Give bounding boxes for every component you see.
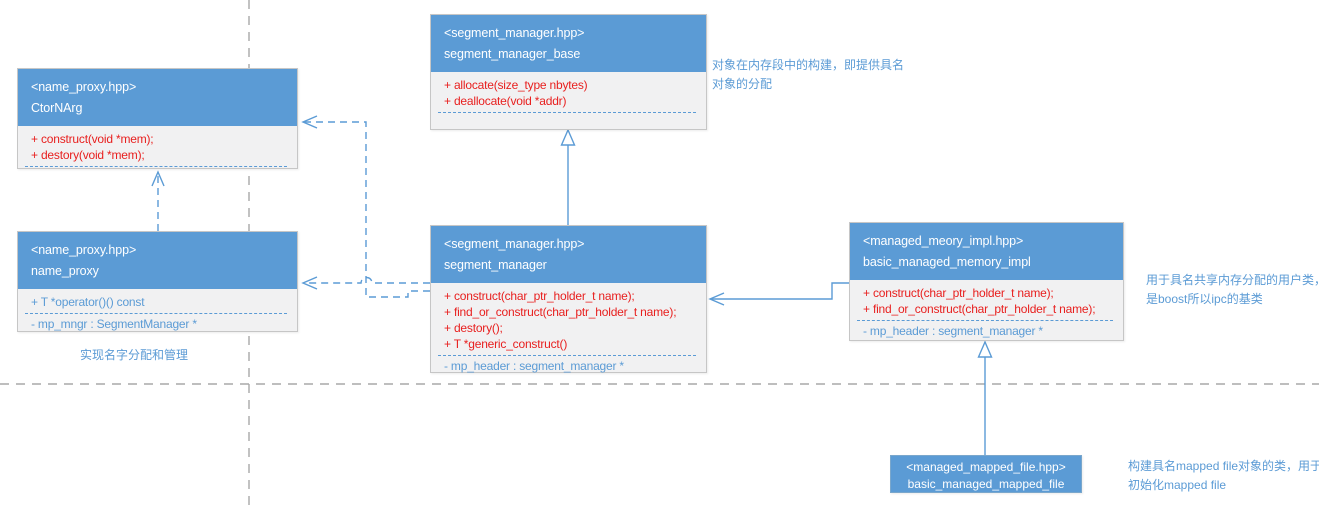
note-mapped-file[interactable]: 构建具名mapped file对象的类，用于初始化mapped file bbox=[1128, 459, 1319, 492]
note-memory-impl[interactable]: 用于具名共享内存分配的用户类，是boost所以ipc的基类 bbox=[1146, 273, 1319, 306]
class-box-segment-manager-base[interactable]: <segment_manager.hpp> segment_manager_ba… bbox=[430, 14, 707, 130]
class-box-name-proxy[interactable]: <name_proxy.hpp> name_proxy + T *operato… bbox=[17, 231, 298, 332]
method-row: + allocate(size_type nbytes) bbox=[444, 78, 588, 92]
method-row: + find_or_construct(char_ptr_holder_t na… bbox=[863, 302, 1096, 316]
method-row: + T *operator()() const bbox=[31, 295, 145, 309]
class-name-label: segment_manager_base bbox=[444, 47, 581, 61]
class-header: <segment_manager.hpp> segment_manager_ba… bbox=[431, 15, 706, 72]
class-name-label: CtorNArg bbox=[31, 101, 83, 115]
member-separator bbox=[25, 313, 287, 314]
open-arrowhead-icon bbox=[301, 276, 318, 290]
method-row: + find_or_construct(char_ptr_holder_t na… bbox=[444, 305, 677, 319]
method-row: + deallocate(void *addr) bbox=[444, 94, 567, 108]
dependency-arrow-name-proxy-to-ctornarg[interactable] bbox=[151, 170, 165, 231]
class-header: <segment_manager.hpp> segment_manager bbox=[431, 226, 706, 283]
class-box-ctornarg[interactable]: <name_proxy.hpp> CtorNArg + construct(vo… bbox=[17, 68, 298, 169]
field-row: - mp_header : segment_manager * bbox=[444, 359, 624, 373]
method-row: + T *generic_construct() bbox=[444, 337, 568, 351]
field-row: - mp_mngr : SegmentManager * bbox=[31, 317, 197, 331]
class-file-label: <managed_mapped_file.hpp> bbox=[906, 460, 1066, 474]
dependency-arrow-segment-manager-to-ctornarg[interactable] bbox=[301, 115, 430, 298]
method-row: + destory(void *mem); bbox=[31, 148, 145, 162]
association-arrow-memory-impl-to-segment-manager[interactable] bbox=[708, 282, 849, 306]
class-body: + T *operator()() const - mp_mngr : Segm… bbox=[18, 289, 297, 332]
method-row: + destory(); bbox=[444, 321, 503, 335]
note-name-management[interactable]: 实现名字分配和管理 bbox=[80, 348, 189, 362]
class-box-segment-manager[interactable]: <segment_manager.hpp> segment_manager + … bbox=[430, 225, 707, 373]
member-separator bbox=[438, 355, 696, 356]
inheritance-arrow-mapped-file-to-memory-impl[interactable] bbox=[977, 340, 993, 455]
class-file-label: <name_proxy.hpp> bbox=[31, 243, 137, 257]
class-file-label: <name_proxy.hpp> bbox=[31, 80, 137, 94]
member-separator bbox=[25, 166, 287, 167]
class-name-label: name_proxy bbox=[31, 264, 99, 278]
class-file-label: <managed_meory_impl.hpp> bbox=[863, 234, 1024, 248]
class-file-label: <segment_manager.hpp> bbox=[444, 237, 585, 251]
field-row: - mp_header : segment_manager * bbox=[863, 324, 1043, 338]
class-name-label: basic_managed_mapped_file bbox=[907, 477, 1065, 491]
open-arrowhead-icon bbox=[708, 292, 725, 306]
hollow-triangle-arrowhead-icon bbox=[560, 128, 576, 146]
open-arrowhead-icon bbox=[301, 115, 318, 129]
class-header: <managed_meory_impl.hpp> basic_managed_m… bbox=[850, 223, 1123, 280]
note-segment-manager-base[interactable]: 对象在内存段中的构建，即提供具名对象的分配 bbox=[712, 58, 905, 91]
inheritance-arrow-segment-manager-to-base[interactable] bbox=[560, 128, 576, 225]
class-body: + construct(char_ptr_holder_t name); + f… bbox=[431, 283, 706, 374]
class-name-label: basic_managed_memory_impl bbox=[863, 255, 1031, 269]
class-box-basic-managed-mapped-file[interactable]: <managed_mapped_file.hpp> basic_managed_… bbox=[890, 455, 1082, 493]
method-row: + construct(char_ptr_holder_t name); bbox=[444, 289, 635, 303]
class-body: + construct(char_ptr_holder_t name); + f… bbox=[850, 280, 1123, 339]
member-separator bbox=[438, 112, 696, 113]
class-body: + construct(void *mem); + destory(void *… bbox=[18, 126, 297, 167]
class-name-label: segment_manager bbox=[444, 258, 547, 272]
class-file-label: <segment_manager.hpp> bbox=[444, 26, 585, 40]
class-header: <name_proxy.hpp> name_proxy bbox=[18, 232, 297, 289]
method-row: + construct(void *mem); bbox=[31, 132, 154, 146]
class-body: + allocate(size_type nbytes) + deallocat… bbox=[431, 72, 706, 113]
open-arrowhead-icon bbox=[151, 170, 165, 187]
class-box-basic-managed-memory-impl[interactable]: <managed_meory_impl.hpp> basic_managed_m… bbox=[849, 222, 1124, 341]
member-separator bbox=[857, 320, 1113, 321]
hollow-triangle-arrowhead-icon bbox=[977, 340, 993, 358]
method-row: + construct(char_ptr_holder_t name); bbox=[863, 286, 1054, 300]
class-header: <name_proxy.hpp> CtorNArg bbox=[18, 69, 297, 126]
